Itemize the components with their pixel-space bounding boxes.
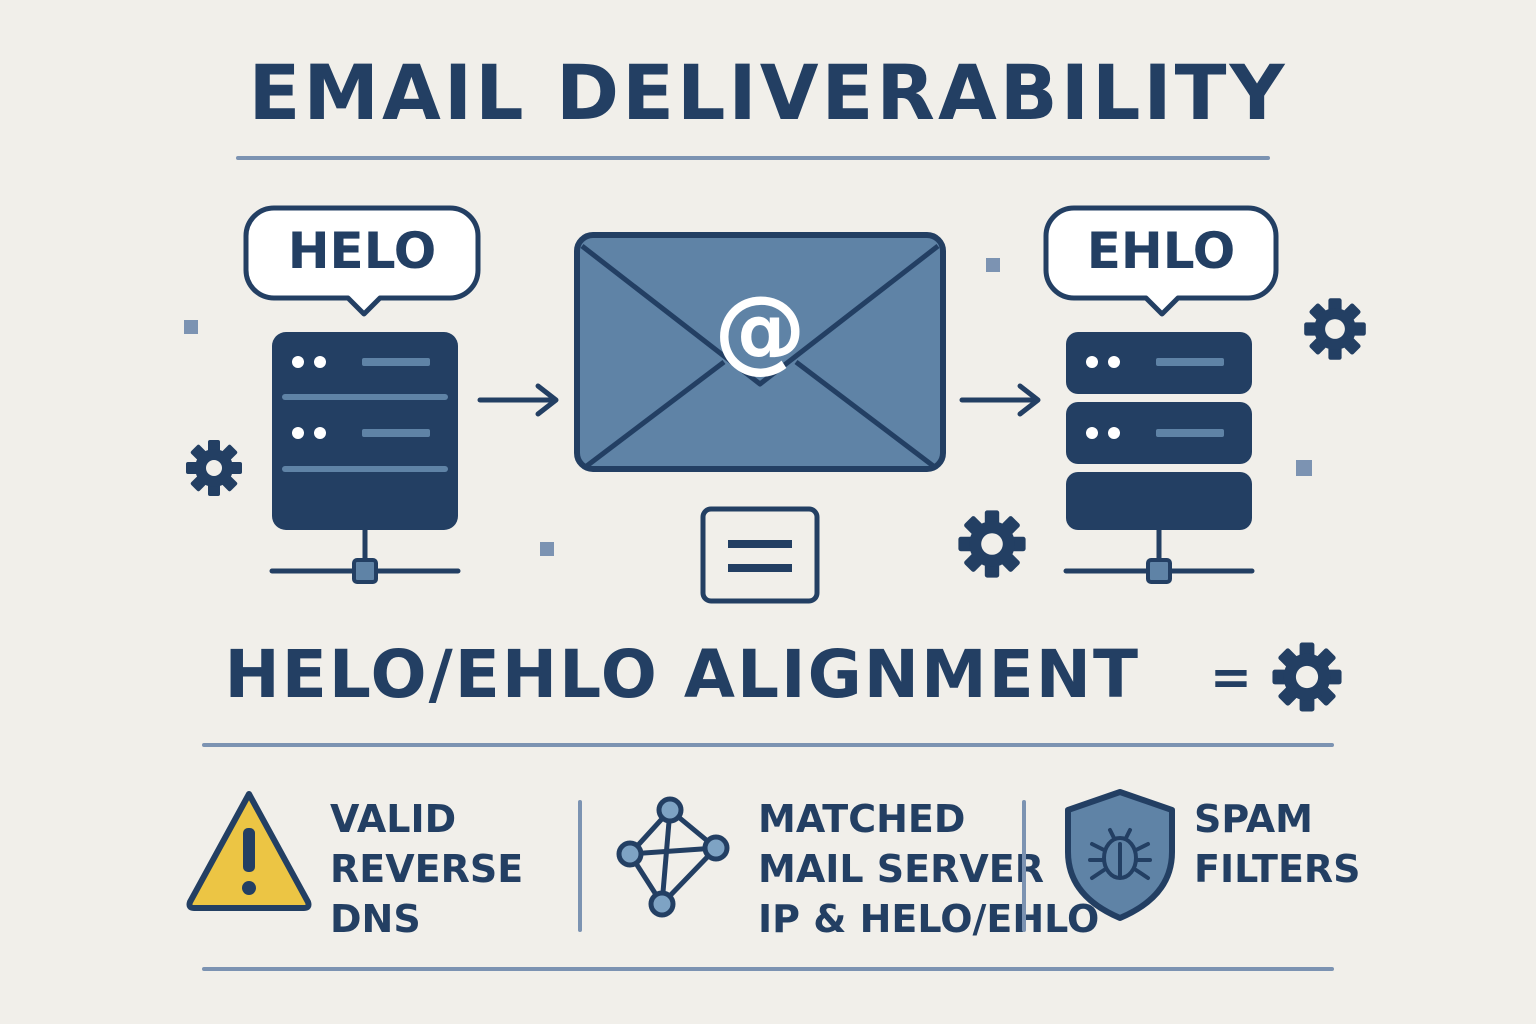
title-divider xyxy=(236,156,1270,160)
equals-box-icon xyxy=(700,506,820,604)
arrow-right-icon xyxy=(959,383,1041,417)
sending-server-icon xyxy=(269,332,461,584)
column-separator xyxy=(578,800,582,932)
feature-line: DNS xyxy=(330,897,421,941)
decorative-square xyxy=(986,258,1000,272)
at-symbol: @ xyxy=(714,276,806,383)
helo-speech-bubble xyxy=(243,205,481,317)
gear-icon xyxy=(1272,642,1342,712)
arrow-right-icon xyxy=(477,383,559,417)
helo-label: HELO xyxy=(287,222,437,280)
feature-valid-reverse-dns: VALID REVERSE DNS xyxy=(330,794,523,944)
receiving-server-icon xyxy=(1063,332,1255,584)
ehlo-speech-bubble xyxy=(1043,205,1279,317)
column-separator xyxy=(1022,800,1026,932)
equals-sign: = xyxy=(1210,648,1252,706)
ehlo-label: EHLO xyxy=(1086,222,1236,280)
feature-line: MAIL SERVER xyxy=(758,847,1045,891)
shield-bug-icon xyxy=(1065,789,1175,921)
feature-line: IP & HELO/EHLO xyxy=(758,897,1100,941)
gear-icon xyxy=(958,510,1026,578)
feature-line: REVERSE xyxy=(330,847,524,891)
feature-line: SPAM xyxy=(1194,797,1313,841)
feature-line: MATCHED xyxy=(758,797,966,841)
feature-matched-mail-server: MATCHED MAIL SERVER IP & HELO/EHLO xyxy=(758,794,1099,944)
email-envelope-icon xyxy=(574,232,946,472)
decorative-square xyxy=(1296,460,1312,476)
gear-icon xyxy=(1304,298,1366,360)
network-nodes-icon xyxy=(616,796,730,918)
alignment-heading: HELO/EHLO ALIGNMENT xyxy=(224,636,1140,713)
feature-spam-filters: SPAM FILTERS xyxy=(1194,794,1361,894)
warning-icon xyxy=(186,791,312,911)
gear-icon xyxy=(186,440,242,496)
feature-line: FILTERS xyxy=(1194,847,1361,891)
subtitle-divider xyxy=(202,743,1334,747)
footer-divider xyxy=(202,967,1334,971)
decorative-square xyxy=(184,320,198,334)
decorative-square xyxy=(540,542,554,556)
feature-line: VALID xyxy=(330,797,457,841)
page-title: EMAIL DELIVERABILITY xyxy=(248,48,1288,137)
